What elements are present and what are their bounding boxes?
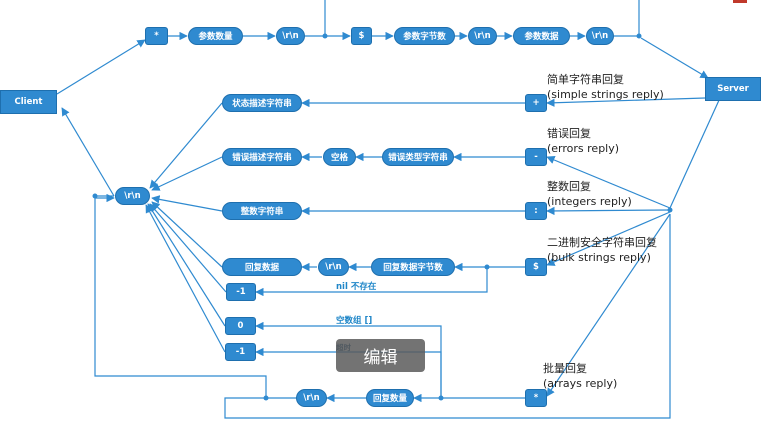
integer-content-node: 整数字符串 xyxy=(222,202,302,220)
edge-nil-path xyxy=(255,267,488,297)
reply-crlf-node: \r\n xyxy=(115,187,150,205)
error-type-node: 错误类型字符串 xyxy=(382,148,454,166)
server-node: Server xyxy=(705,77,761,101)
array-timeout-node: -1 xyxy=(225,343,256,361)
edge-server-plus xyxy=(546,97,706,107)
simple-prefix-node: + xyxy=(525,94,547,112)
edge-client-star xyxy=(56,39,146,95)
edit-watermark[interactable]: 编辑 xyxy=(336,339,425,372)
bulk-nil-note: nil 不存在 xyxy=(336,282,377,292)
edge-status-crlf xyxy=(149,102,223,189)
request-star-node: * xyxy=(145,27,168,45)
request-arg-count-node: 参数数量 xyxy=(188,27,243,45)
edge-timeout-crlf xyxy=(145,204,226,353)
error-title-label: 错误回复 xyxy=(547,127,591,140)
edge-server-dollar xyxy=(546,211,671,266)
integer-title-label: 整数回复 xyxy=(547,180,591,193)
client-node: Client xyxy=(0,90,57,114)
integer-prefix-node: : xyxy=(525,202,547,220)
edge-empty-crlf xyxy=(147,203,226,327)
junction-dot-request-1 xyxy=(322,33,328,39)
edge-nil-crlf xyxy=(149,203,227,293)
bulk-crlf-node: \r\n xyxy=(318,258,349,276)
bulk-prefix-node: $ xyxy=(525,258,547,276)
error-prefix-node: - xyxy=(525,148,547,166)
edge-errdesc-crlf xyxy=(151,156,223,191)
array-title-label: 批量回复 xyxy=(543,362,587,375)
bulk-data-node: 回复数据 xyxy=(222,258,302,276)
edge-dot-server xyxy=(640,37,709,79)
bulk-title-label: 二进制安全字符串回复 xyxy=(547,236,657,249)
request-crlf-node-2: \r\n xyxy=(468,27,497,45)
request-crlf-node-1: \r\n xyxy=(276,27,305,45)
edge-server-hub xyxy=(669,97,721,209)
error-content-node: 错误描述字符串 xyxy=(222,148,302,166)
array-empty-note: 空数组 [] xyxy=(336,316,373,326)
array-empty-node: 0 xyxy=(225,317,256,335)
edge-timeout-path xyxy=(255,347,442,398)
request-arg-bytes-node: 参数字节数 xyxy=(394,27,455,45)
bulk-nil-node: -1 xyxy=(226,283,256,301)
error-space-node: 空格 xyxy=(323,148,356,166)
edge-server-colon xyxy=(546,206,671,216)
edge-array-loop xyxy=(224,214,671,419)
array-prefix-node: * xyxy=(525,389,547,407)
integer-subtitle-label: (integers reply) xyxy=(547,195,632,208)
array-crlf-node: \r\n xyxy=(296,389,327,407)
edge-bulkdata-crlf xyxy=(151,201,223,268)
junction-dot-server xyxy=(667,207,673,213)
request-crlf-node-3: \r\n xyxy=(586,27,614,45)
error-subtitle-label: (errors reply) xyxy=(547,142,620,155)
junction-dot-crlf-hub xyxy=(92,193,98,199)
junction-dot-request-2 xyxy=(636,33,642,39)
array-count-node: 回复数量 xyxy=(366,389,414,407)
corner-mark xyxy=(733,0,747,3)
edge-server-star xyxy=(546,213,671,397)
array-subtitle-label: (arrays reply) xyxy=(543,377,618,390)
edge-array-element-loop xyxy=(94,193,267,398)
simple-subtitle-label: (simple strings reply) xyxy=(547,88,664,101)
edge-server-minus xyxy=(546,156,671,209)
request-dollar-node: $ xyxy=(351,27,372,45)
simple-title-label: 简单字符串回复 xyxy=(547,73,624,86)
bulk-bytes-node: 回复数据字节数 xyxy=(371,258,455,276)
edge-integer-crlf xyxy=(151,195,223,212)
bulk-subtitle-label: (bulk strings reply) xyxy=(547,251,651,264)
request-arg-data-node: 参数数据 xyxy=(513,27,570,45)
edge-crlf-client xyxy=(61,107,115,197)
junction-dot-array-loop xyxy=(263,395,269,401)
junction-dot-bulk xyxy=(484,264,490,270)
junction-dot-array xyxy=(438,395,444,401)
simple-content-node: 状态描述字符串 xyxy=(222,94,302,112)
